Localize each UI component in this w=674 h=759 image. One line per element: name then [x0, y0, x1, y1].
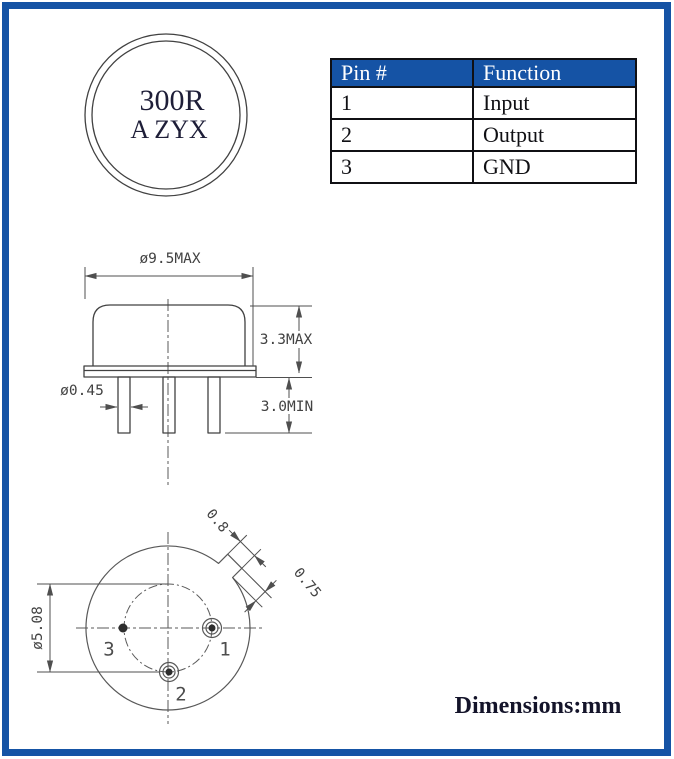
- marking-line1: 300R: [139, 84, 204, 117]
- dim-line-tab-width: [240, 541, 255, 556]
- pin-2-eyelet-inner: [162, 665, 176, 679]
- lead-left: [117, 376, 131, 434]
- can-body-outline: [92, 304, 246, 366]
- top-marking-view: 300R A ZYX: [84, 33, 248, 197]
- can-inner-circle: [91, 40, 241, 190]
- dim-lead-length-label: 3.0MIN: [261, 399, 313, 415]
- pin-1-label: 1: [219, 639, 230, 661]
- dim-ext-tab-b: [241, 548, 262, 569]
- dim-can-diameter-label: ø9.5MAX: [139, 251, 200, 267]
- dim-ext-tab-d: [232, 577, 263, 608]
- label-mask: [258, 398, 315, 414]
- pin-3-label: 3: [103, 639, 114, 661]
- dim-arrow-tab-width-b: [254, 555, 267, 568]
- pin-2-label: 2: [175, 684, 186, 706]
- pin-number-cell: 2: [330, 118, 474, 152]
- pin-function-table: Pin # Function 1 Input 2 Output 3 GND: [330, 58, 637, 184]
- pin-function-cell: GND: [472, 150, 637, 184]
- label-mask: [258, 331, 315, 348]
- case-circle-with-tab: [85, 545, 251, 711]
- pin-2: [165, 668, 173, 676]
- dim-arrow-tab-width-a: [228, 529, 241, 542]
- pin-number-cell: 1: [330, 86, 474, 120]
- side-view: ø9.5MAX 3.3MAX 3.0MIN ø0.45: [60, 251, 315, 487]
- lead-right: [207, 376, 221, 434]
- table-row: 2 Output: [330, 118, 637, 152]
- dim-ext-tab-c: [241, 567, 272, 599]
- pin-function-cell: Input: [472, 86, 637, 120]
- pin-1: [208, 624, 216, 632]
- dim-line-tab-length: [255, 591, 266, 602]
- marking-line2: A ZYX: [130, 115, 208, 144]
- table-row: 1 Input: [330, 86, 637, 120]
- dim-arrow-tab-length-b: [244, 600, 257, 613]
- units-note: Dimensions:mm: [454, 693, 622, 719]
- pin-1-eyelet-outer: [201, 617, 223, 639]
- bottom-view: 3 1 2 ø5.08 0.8 0.75: [30, 506, 324, 724]
- dim-pin-circle-label: ø5.08: [30, 606, 46, 650]
- lead-center: [162, 376, 176, 434]
- dim-tab-width-label: 0.8: [203, 506, 232, 536]
- table-header-row: Pin # Function: [330, 58, 637, 88]
- dim-tab-length-label: 0.75: [290, 565, 324, 601]
- dim-can-height-label: 3.3MAX: [260, 332, 313, 348]
- pin-function-cell: Output: [472, 118, 637, 152]
- header-pin: Pin #: [330, 58, 474, 88]
- can-outer-circle: [84, 33, 248, 197]
- dim-lead-diameter-label: ø0.45: [60, 383, 104, 399]
- can-flange: [83, 365, 257, 378]
- pin-2-eyelet-outer: [158, 661, 180, 683]
- dim-ext-tab-a: [227, 534, 248, 555]
- pin-3: [118, 623, 128, 633]
- pin-number-cell: 3: [330, 150, 474, 184]
- pin-1-eyelet-inner: [205, 621, 219, 635]
- dim-arrow-tab-length-a: [264, 579, 277, 592]
- header-function: Function: [472, 58, 637, 88]
- table-row: 3 GND: [330, 150, 637, 184]
